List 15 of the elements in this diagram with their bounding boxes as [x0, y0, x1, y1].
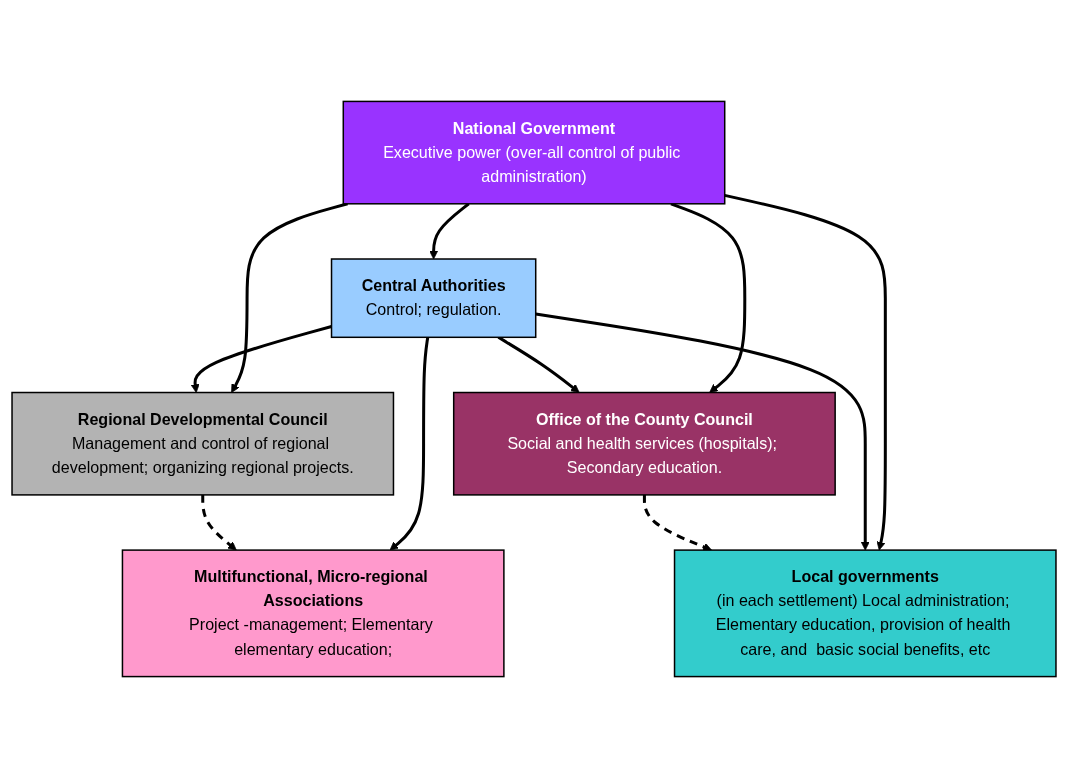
- node-box: Regional Developmental Council Management and control of regional development; organizing regional projects.: [10, 391, 394, 496]
- node-box: Local governments (in each settlement) Local administration; Elementary education, provision of health care, and basic social benefits, etc: [673, 549, 1057, 678]
- arrow: [428, 202, 470, 260]
- arrow: [669, 202, 746, 393]
- dashed-arrow: [200, 494, 237, 551]
- node-box: Office of the County Council Social and health services (hospitals); Secondary education.: [452, 391, 836, 496]
- arrow: [190, 325, 332, 393]
- arrow: [535, 312, 870, 551]
- arrow: [497, 336, 580, 393]
- node-box: Central Authorities Control; regulation.: [330, 258, 536, 339]
- node-box: Multifunctional, Micro-regional Associations Project -management; Elementary elementary education;: [121, 549, 505, 678]
- arrow: [389, 337, 429, 551]
- dashed-arrow: [642, 494, 712, 552]
- node-box: National Government Executive power (over-all control of public administration): [342, 100, 725, 205]
- arrow: [230, 202, 348, 393]
